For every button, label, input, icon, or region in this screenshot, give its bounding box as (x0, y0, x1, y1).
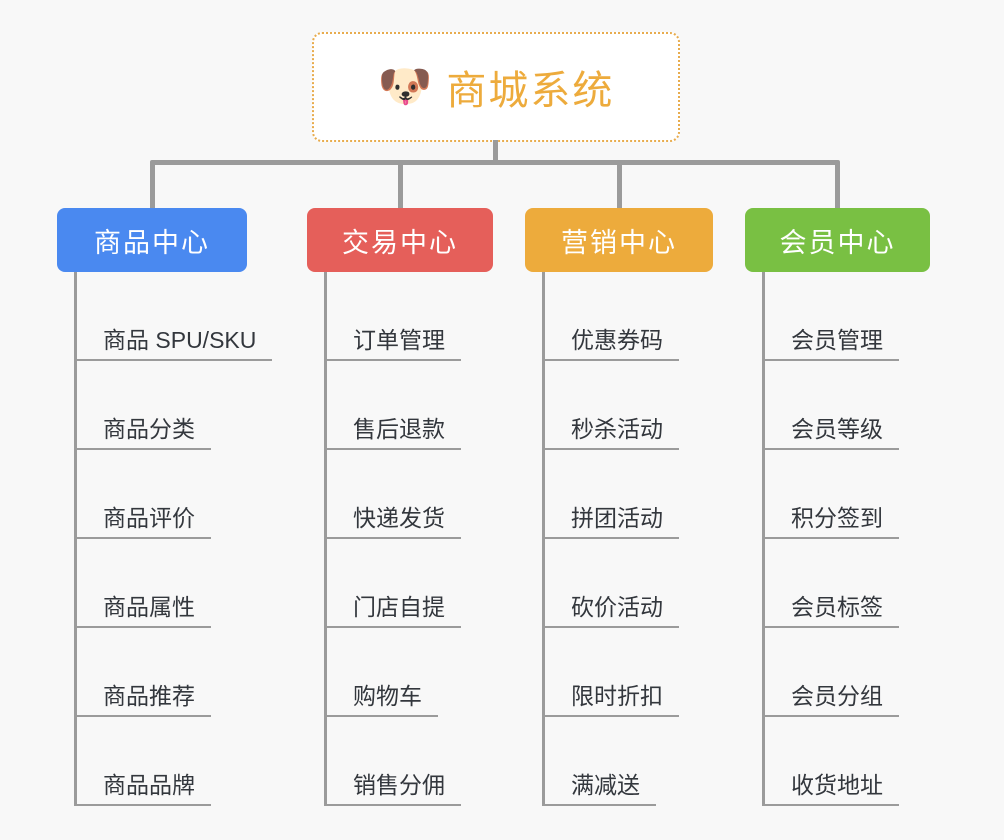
branch-header-marketing-center[interactable]: 营销中心 (525, 208, 713, 272)
leaf-label: 收货地址 (791, 772, 883, 798)
leaf-underline (74, 626, 211, 628)
list-item[interactable]: 销售分佣 (307, 717, 493, 806)
leaf-underline (324, 537, 461, 539)
branch-trunk-line-0 (74, 272, 77, 806)
leaf-underline (74, 804, 211, 806)
list-item[interactable]: 收货地址 (745, 717, 930, 806)
list-item[interactable]: 限时折扣 (525, 628, 713, 717)
leaf-underline (762, 715, 899, 717)
horizontal-bus-connector (150, 160, 840, 165)
leaf-underline (762, 804, 899, 806)
leaf-label: 门店自提 (353, 594, 445, 620)
leaf-label: 会员分组 (791, 683, 883, 709)
list-item[interactable]: 积分签到 (745, 450, 930, 539)
leaf-label: 商品品牌 (103, 772, 195, 798)
leaf-underline (74, 537, 211, 539)
leaf-underline (542, 626, 679, 628)
list-item[interactable]: 砍价活动 (525, 539, 713, 628)
leaf-underline (762, 448, 899, 450)
leaf-label: 会员标签 (791, 594, 883, 620)
leaf-underline (74, 448, 211, 450)
list-item[interactable]: 秒杀活动 (525, 361, 713, 450)
leaf-label: 会员等级 (791, 416, 883, 442)
leaf-underline (324, 359, 461, 361)
list-item[interactable]: 优惠券码 (525, 272, 713, 361)
branch-drop-connector-0 (150, 162, 155, 210)
list-item[interactable]: 售后退款 (307, 361, 493, 450)
root-stem-connector (493, 140, 498, 165)
leaf-label: 商品推荐 (103, 683, 195, 709)
list-item[interactable]: 商品评价 (57, 450, 256, 539)
leaf-label: 购物车 (353, 683, 422, 709)
branch-column-product-center: 商品中心 商品 SPU/SKU 商品分类 商品评价 商品属性 商品推荐 商品品牌 (57, 208, 272, 806)
leaf-label: 商品 SPU/SKU (103, 327, 257, 353)
leaf-underline (762, 626, 899, 628)
leaf-label: 优惠券码 (571, 327, 663, 353)
list-item[interactable]: 商品属性 (57, 539, 256, 628)
leaf-underline (762, 537, 899, 539)
leaf-label: 限时折扣 (571, 683, 663, 709)
list-item[interactable]: 商品 SPU/SKU (57, 272, 272, 361)
list-item[interactable]: 快递发货 (307, 450, 493, 539)
leaf-underline (762, 359, 899, 361)
branch-column-trade-center: 交易中心 订单管理 售后退款 快递发货 门店自提 购物车 销售分佣 (307, 208, 493, 806)
leaf-label: 积分签到 (791, 505, 883, 531)
list-item[interactable]: 会员等级 (745, 361, 930, 450)
leaf-list-0: 商品 SPU/SKU 商品分类 商品评价 商品属性 商品推荐 商品品牌 (57, 272, 272, 806)
leaf-underline (324, 626, 461, 628)
branch-header-member-center[interactable]: 会员中心 (745, 208, 930, 272)
root-node-title: 商城系统 (446, 69, 615, 113)
leaf-label: 快递发货 (353, 505, 445, 531)
list-item[interactable]: 会员标签 (745, 539, 930, 628)
list-item[interactable]: 会员分组 (745, 628, 930, 717)
leaf-label: 销售分佣 (353, 772, 445, 798)
leaf-label: 砍价活动 (571, 594, 663, 620)
branch-trunk-line-1 (324, 272, 327, 806)
leaf-underline (542, 537, 679, 539)
list-item[interactable]: 会员管理 (745, 272, 930, 361)
branch-trunk-line-3 (762, 272, 765, 806)
leaf-label: 商品属性 (103, 594, 195, 620)
leaf-underline (324, 804, 461, 806)
leaf-label: 订单管理 (353, 327, 445, 353)
leaf-underline (324, 715, 438, 717)
leaf-underline (74, 715, 211, 717)
root-node[interactable]: 🐶 商城系统 (312, 32, 680, 142)
list-item[interactable]: 订单管理 (307, 272, 493, 361)
branch-drop-connector-3 (835, 162, 840, 210)
leaf-label: 秒杀活动 (571, 416, 663, 442)
leaf-label: 售后退款 (353, 416, 445, 442)
list-item[interactable]: 商品品牌 (57, 717, 256, 806)
branch-header-product-center[interactable]: 商品中心 (57, 208, 247, 272)
leaf-underline (324, 448, 461, 450)
list-item[interactable]: 商品分类 (57, 361, 256, 450)
leaf-label: 会员管理 (791, 327, 883, 353)
leaf-underline (542, 448, 679, 450)
leaf-list-1: 订单管理 售后退款 快递发货 门店自提 购物车 销售分佣 (307, 272, 493, 806)
list-item[interactable]: 购物车 (307, 628, 493, 717)
leaf-label: 拼团活动 (571, 505, 663, 531)
leaf-list-2: 优惠券码 秒杀活动 拼团活动 砍价活动 限时折扣 满减送 (525, 272, 713, 806)
shiba-dog-face-icon: 🐶 (377, 62, 433, 111)
leaf-label: 满减送 (571, 772, 640, 798)
branch-column-member-center: 会员中心 会员管理 会员等级 积分签到 会员标签 会员分组 收货地址 (745, 208, 930, 806)
leaf-label: 商品评价 (103, 505, 195, 531)
branch-header-trade-center[interactable]: 交易中心 (307, 208, 493, 272)
leaf-underline (74, 359, 272, 361)
branch-trunk-line-2 (542, 272, 545, 806)
leaf-underline (542, 715, 679, 717)
leaf-list-3: 会员管理 会员等级 积分签到 会员标签 会员分组 收货地址 (745, 272, 930, 806)
leaf-label: 商品分类 (103, 416, 195, 442)
list-item[interactable]: 拼团活动 (525, 450, 713, 539)
leaf-underline (542, 359, 679, 361)
list-item[interactable]: 商品推荐 (57, 628, 256, 717)
list-item[interactable]: 门店自提 (307, 539, 493, 628)
leaf-underline (542, 804, 656, 806)
branch-drop-connector-2 (617, 162, 622, 210)
branch-column-marketing-center: 营销中心 优惠券码 秒杀活动 拼团活动 砍价活动 限时折扣 满减送 (525, 208, 713, 806)
branch-drop-connector-1 (398, 162, 403, 210)
list-item[interactable]: 满减送 (525, 717, 713, 806)
